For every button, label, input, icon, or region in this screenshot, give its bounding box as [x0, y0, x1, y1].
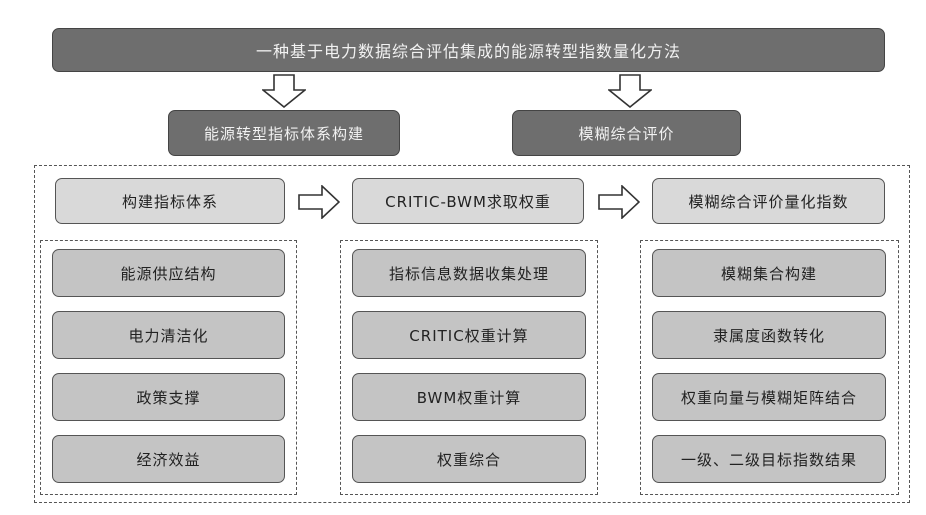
column-1-item-2-label: 电力清洁化	[128, 325, 208, 346]
column-1-item-4: 经济效益	[52, 435, 285, 483]
section-right-box: 模糊综合评价	[512, 110, 741, 156]
down-arrow-left-icon	[262, 74, 306, 108]
column-3-item-3-label: 权重向量与模糊矩阵结合	[681, 387, 857, 408]
column-2-item-3-label: BWM权重计算	[417, 387, 522, 408]
column-3-item-1: 模糊集合构建	[652, 249, 886, 297]
column-2-item-4: 权重综合	[352, 435, 586, 483]
step-box-3: 模糊综合评价量化指数	[652, 178, 885, 224]
section-left-label: 能源转型指标体系构建	[204, 123, 364, 144]
right-arrow-1-icon	[298, 185, 340, 219]
column-3-item-3: 权重向量与模糊矩阵结合	[652, 373, 886, 421]
column-3-item-2-label: 隶属度函数转化	[713, 325, 825, 346]
step-box-1: 构建指标体系	[55, 178, 285, 224]
right-arrow-2-icon	[598, 185, 640, 219]
column-1-item-2: 电力清洁化	[52, 311, 285, 359]
section-left-box: 能源转型指标体系构建	[168, 110, 400, 156]
column-3-item-1-label: 模糊集合构建	[721, 263, 817, 284]
column-1-item-3: 政策支撑	[52, 373, 285, 421]
column-2-item-3: BWM权重计算	[352, 373, 586, 421]
column-1-item-1-label: 能源供应结构	[120, 263, 216, 284]
column-3-item-4: 一级、二级目标指数结果	[652, 435, 886, 483]
step-label-2: CRITIC-BWM求取权重	[385, 191, 551, 212]
column-2-item-1: 指标信息数据收集处理	[352, 249, 586, 297]
step-label-3: 模糊综合评价量化指数	[688, 191, 848, 212]
column-2-item-2: CRITIC权重计算	[352, 311, 586, 359]
main-title: 一种基于电力数据综合评估集成的能源转型指数量化方法	[256, 38, 681, 62]
column-1-item-4-label: 经济效益	[136, 449, 200, 470]
main-title-box: 一种基于电力数据综合评估集成的能源转型指数量化方法	[52, 28, 885, 72]
down-arrow-right-icon	[608, 74, 652, 108]
column-1-item-1: 能源供应结构	[52, 249, 285, 297]
column-2-item-1-label: 指标信息数据收集处理	[389, 263, 549, 284]
step-label-1: 构建指标体系	[122, 191, 218, 212]
column-3-item-4-label: 一级、二级目标指数结果	[681, 449, 857, 470]
column-2-item-2-label: CRITIC权重计算	[409, 325, 528, 346]
section-right-label: 模糊综合评价	[578, 123, 674, 144]
column-3-item-2: 隶属度函数转化	[652, 311, 886, 359]
step-box-2: CRITIC-BWM求取权重	[352, 178, 584, 224]
column-2-item-4-label: 权重综合	[437, 449, 501, 470]
column-1-item-3-label: 政策支撑	[136, 387, 200, 408]
